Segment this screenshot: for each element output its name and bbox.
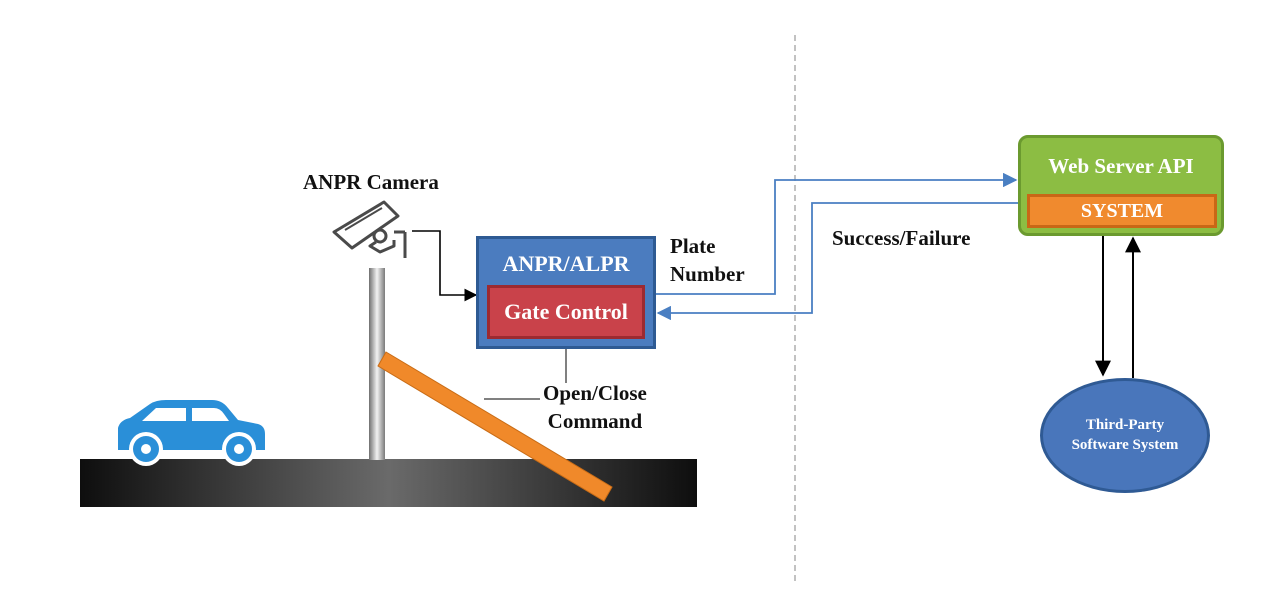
- web-server-api-box: Web Server API SYSTEM: [1018, 135, 1224, 236]
- barrier-arm: [377, 351, 613, 502]
- command-line2: Command: [547, 408, 643, 433]
- plate-number-line2: Number: [670, 261, 745, 286]
- third-party-software-node: Third-Party Software System: [1040, 378, 1210, 493]
- gate-control-label: Gate Control: [504, 299, 628, 324]
- command-label: Open/Close Command: [543, 380, 647, 435]
- plate-number-label: Plate Number: [670, 233, 745, 288]
- third-party-line1: Third-Party: [1085, 417, 1165, 433]
- command-line1: Open/Close: [543, 381, 647, 405]
- success-failure-label: Success/Failure: [832, 226, 971, 250]
- plate-number-arrow: [656, 172, 1018, 295]
- cctv-camera-icon: [332, 200, 407, 258]
- anpr-alpr-unit: ANPR/ALPR Gate Control: [476, 236, 656, 349]
- anpr-alpr-title: ANPR/ALPR: [502, 251, 630, 276]
- barrier-pole: [369, 268, 385, 460]
- gate-control-box: Gate Control: [487, 285, 645, 339]
- car-icon: [118, 400, 265, 466]
- web-server-title: Web Server API: [1048, 154, 1194, 178]
- camera-feed-connector: [412, 230, 478, 302]
- system-box: SYSTEM: [1027, 194, 1217, 228]
- camera-label: ANPR Camera: [303, 170, 439, 194]
- third-party-line2: Software System: [1071, 436, 1179, 453]
- plate-number-line1: Plate: [670, 234, 716, 258]
- success-failure-arrow: [656, 202, 1018, 321]
- system-label: SYSTEM: [1080, 199, 1164, 222]
